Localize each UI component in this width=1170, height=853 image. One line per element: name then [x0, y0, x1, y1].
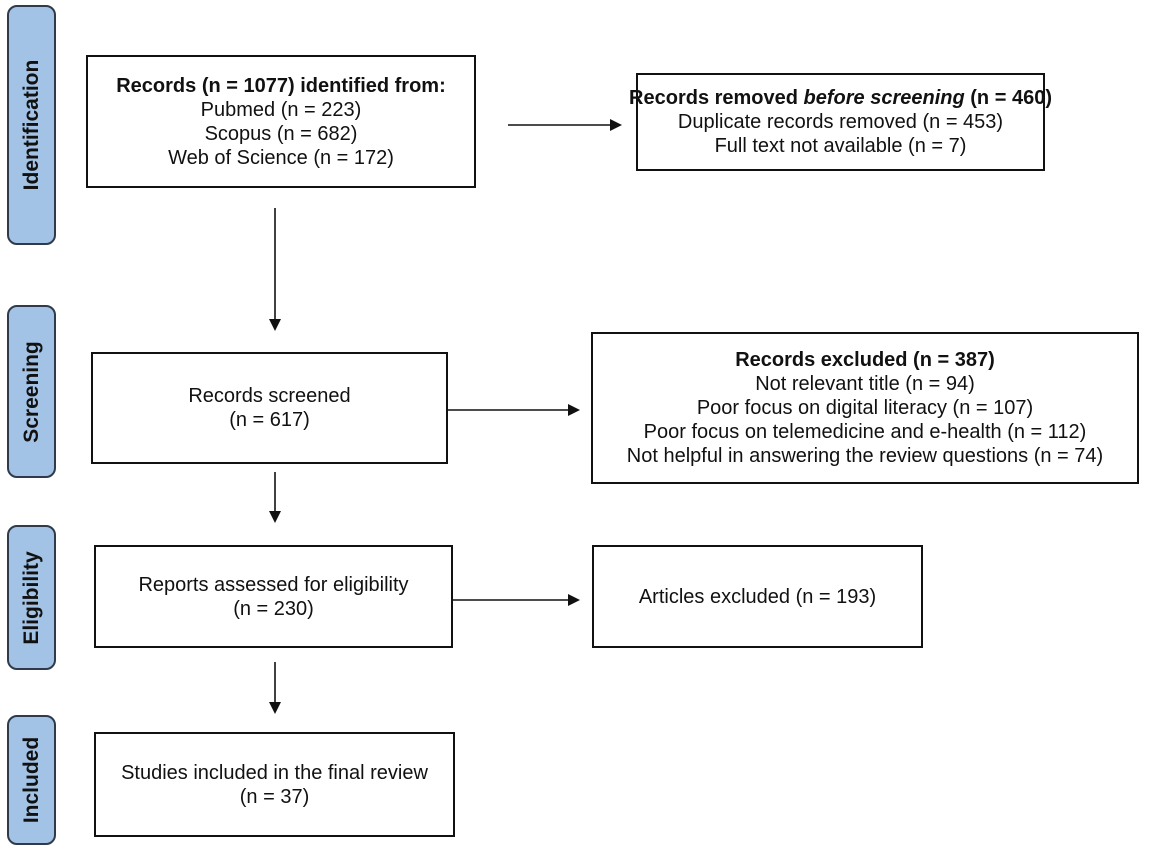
source-web-of-science: Web of Science (n = 172) — [168, 146, 394, 169]
records-screened-count: (n = 617) — [229, 409, 310, 431]
duplicates-removed: Duplicate records removed (n = 453) — [677, 111, 1004, 133]
eligibility-box: Reports assessed for eligibility (n = 23… — [94, 545, 453, 648]
excluded-not-helpful: Not helpful in answering the review ques… — [626, 445, 1104, 467]
phase-included: Included — [7, 715, 56, 845]
records-screened-label: Records screened — [188, 385, 351, 407]
records-screened-box: Records screened (n = 617) — [91, 352, 448, 464]
articles-excluded-label: Articles excluded (n = 193) — [638, 585, 877, 608]
eligibility-label: Reports assessed for eligibility — [138, 573, 409, 596]
phase-screening: Screening — [7, 305, 56, 478]
records-removed-box: Records removed before screening (n = 46… — [629, 73, 1052, 171]
excluded-not-relevant-title: Not relevant title (n = 94) — [755, 373, 975, 395]
included-count: (n = 37) — [239, 785, 310, 808]
phase-eligibility: Eligibility — [7, 525, 56, 670]
records-excluded-box: Records excluded (n = 387) Not relevant … — [591, 332, 1139, 484]
records-excluded-title: Records excluded (n = 387) — [735, 349, 995, 371]
source-scopus: Scopus (n = 682) — [204, 122, 358, 145]
included-box: Studies included in the final review (n … — [94, 732, 455, 837]
records-identified-box: Records (n = 1077) identified from: Pubm… — [86, 55, 476, 188]
records-removed-title: Records removed before screening (n = 46… — [629, 87, 1052, 109]
phase-identification: Identification — [7, 5, 56, 245]
articles-excluded-box: Articles excluded (n = 193) — [592, 545, 923, 648]
records-identified-title: Records (n = 1077) identified from: — [116, 74, 446, 97]
excluded-digital-literacy: Poor focus on digital literacy (n = 107) — [696, 397, 1034, 419]
included-label: Studies included in the final review — [121, 761, 428, 784]
eligibility-count: (n = 230) — [233, 597, 314, 620]
full-text-unavailable: Full text not available (n = 7) — [714, 135, 967, 157]
excluded-telemedicine: Poor focus on telemedicine and e-health … — [643, 421, 1087, 443]
source-pubmed: Pubmed (n = 223) — [200, 98, 362, 121]
